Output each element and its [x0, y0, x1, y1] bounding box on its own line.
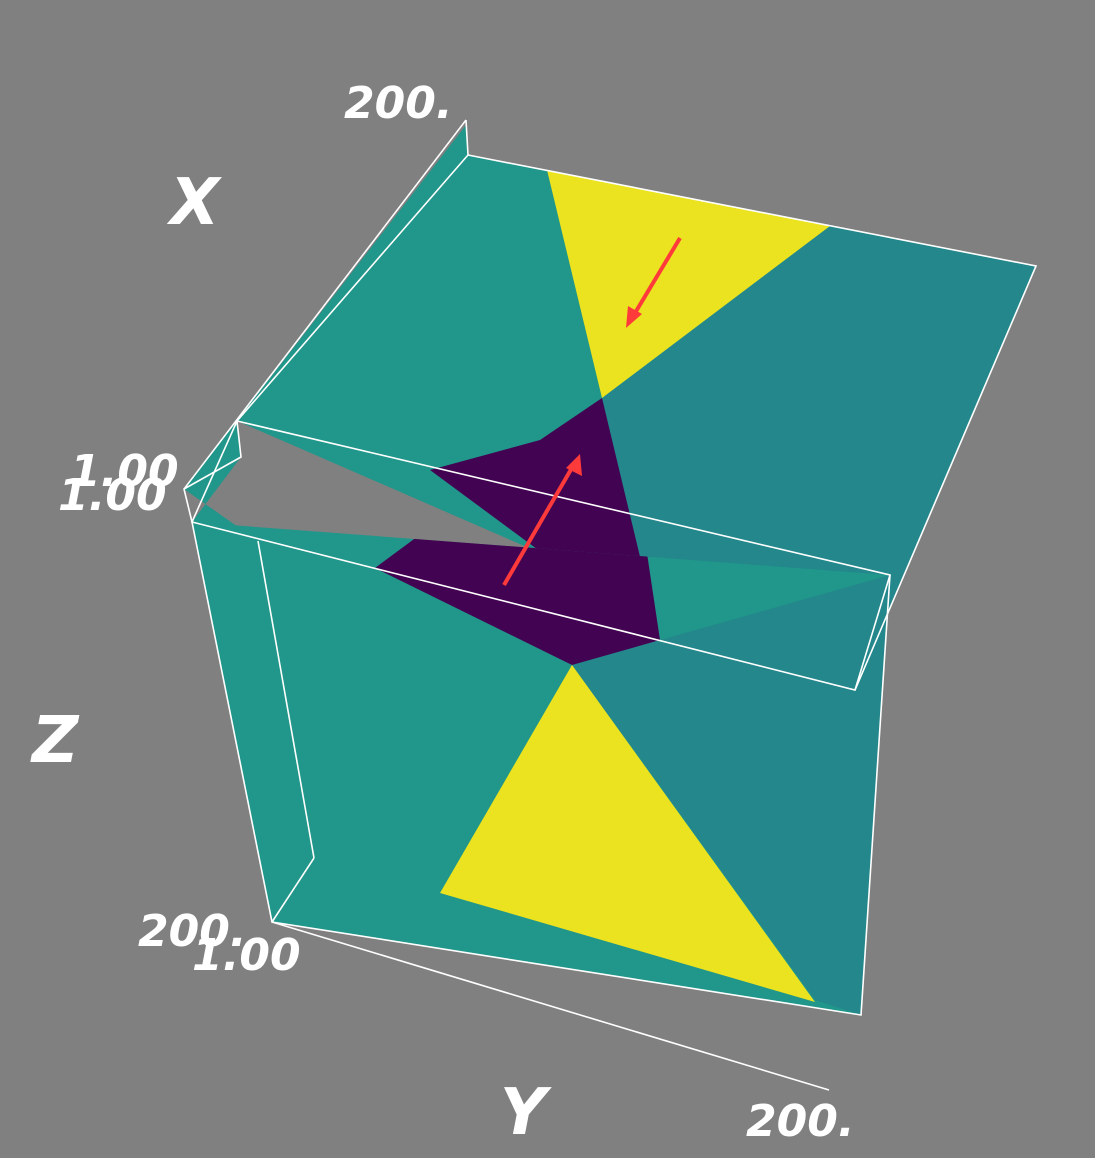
top-slice-yellow-wedge: [547, 170, 830, 398]
arrow-head-top: [626, 306, 642, 328]
y-axis-min-label: 1.00: [192, 930, 301, 981]
front-slice-dark-region: [572, 575, 890, 1015]
vector-arrows: [502, 236, 682, 587]
y-axis-max-label: 200.: [746, 1096, 855, 1147]
front-slice-yellow-wedge: [440, 665, 815, 1002]
x-axis-min-label: 1.00: [70, 446, 179, 497]
z-axis-title: Z: [30, 704, 80, 778]
x-axis-max-label: 200.: [344, 78, 453, 129]
z-axis-min-label: 1.00: [58, 470, 167, 521]
arrow-head-center: [566, 454, 582, 476]
bounding-box-edges: [183, 119, 1038, 1091]
y-axis-title: Y: [500, 1076, 552, 1150]
z-axis-max-label: 200.: [138, 906, 247, 957]
x-axis-title: X: [166, 166, 222, 240]
